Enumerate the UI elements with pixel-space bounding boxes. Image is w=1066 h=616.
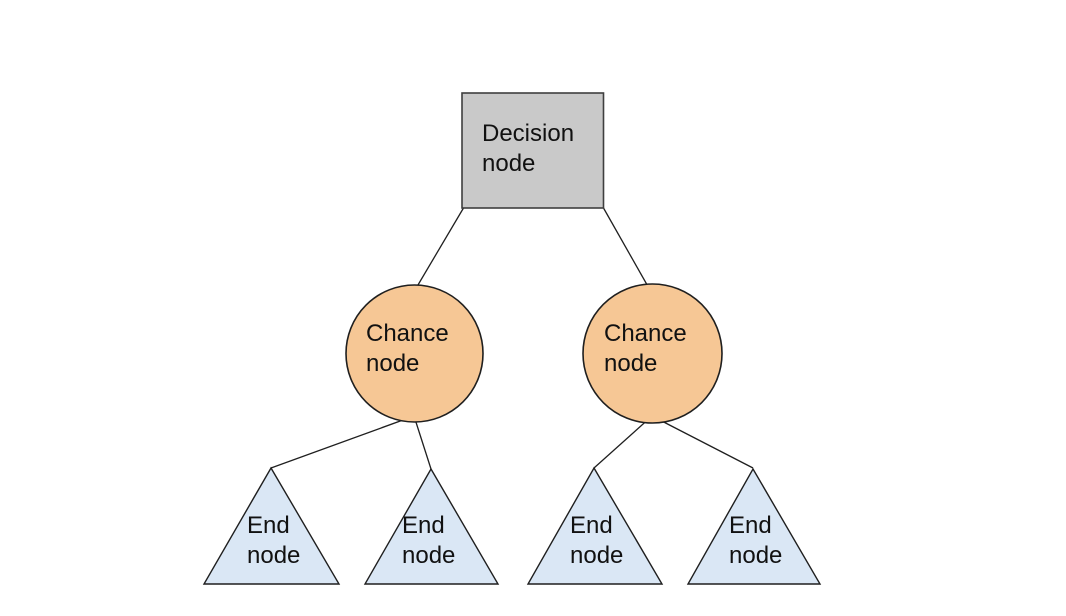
end-node-triangle-3 [526,466,664,585]
chance-node-circle-left [345,284,484,423]
end-node-triangle-2 [363,467,500,585]
edge-chance-left-to-end-2 [413,415,432,470]
edge-decision-to-chance-right [602,207,651,291]
chance-node-circle-right [582,283,723,424]
edge-chance-right-to-end-3 [593,415,653,469]
edge-decision-to-chance-left [414,207,465,291]
edge-chance-right-to-end-4 [651,415,754,469]
decision-node-square [461,92,605,209]
end-node-triangle-4 [686,467,822,585]
tree-edges [270,207,754,470]
edge-chance-left-to-end-1 [270,415,415,469]
end-node-triangle-1 [202,466,341,585]
